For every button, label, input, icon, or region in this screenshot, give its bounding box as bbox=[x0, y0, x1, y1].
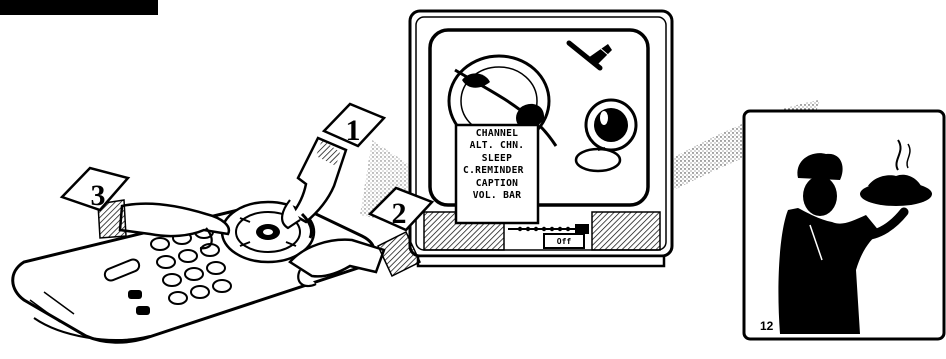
osd-value-box bbox=[543, 233, 585, 249]
glass bbox=[574, 98, 638, 173]
fork bbox=[566, 40, 615, 71]
osd-menu-box bbox=[454, 123, 540, 225]
step-3-flag bbox=[59, 166, 131, 212]
hand-step-2 bbox=[288, 230, 421, 288]
step-2-flag bbox=[367, 186, 435, 232]
hand-step-3 bbox=[97, 199, 231, 250]
channel-preview-inset bbox=[742, 109, 946, 341]
step-1-flag bbox=[321, 102, 387, 148]
header-tab bbox=[0, 0, 158, 15]
hand-step-1 bbox=[281, 136, 348, 239]
